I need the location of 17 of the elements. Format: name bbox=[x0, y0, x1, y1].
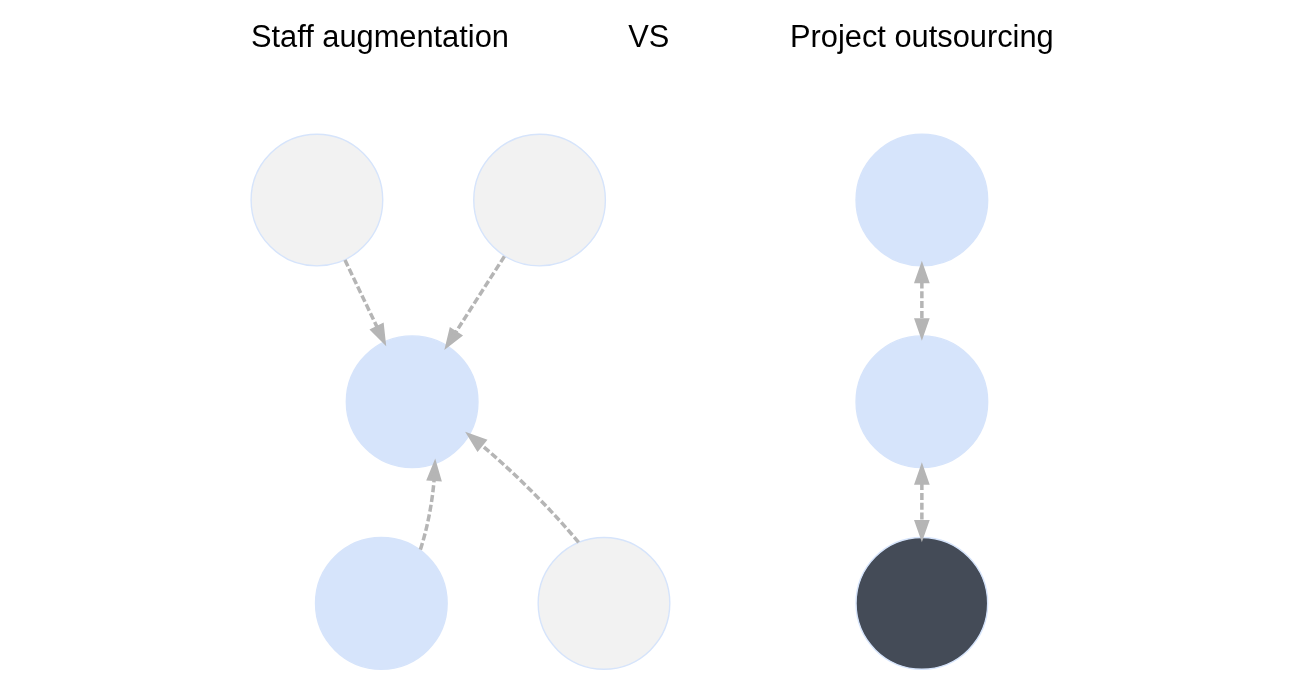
label: VS bbox=[627, 18, 669, 54]
label: Project outsourcing bbox=[789, 18, 1054, 54]
node-circle bbox=[472, 133, 606, 267]
node-circle bbox=[249, 133, 383, 267]
arrow bbox=[464, 431, 580, 544]
label: Staff augmentation bbox=[250, 18, 509, 54]
node-circle bbox=[314, 536, 448, 670]
arrow bbox=[913, 462, 930, 543]
node-circle bbox=[536, 536, 670, 670]
node-circle bbox=[345, 335, 479, 469]
arrow bbox=[443, 255, 506, 351]
arrow bbox=[418, 458, 442, 551]
node-circle bbox=[854, 335, 988, 469]
arrow bbox=[913, 260, 930, 341]
node-circle bbox=[854, 536, 988, 670]
arrow bbox=[342, 259, 386, 347]
node-circle bbox=[854, 133, 988, 267]
